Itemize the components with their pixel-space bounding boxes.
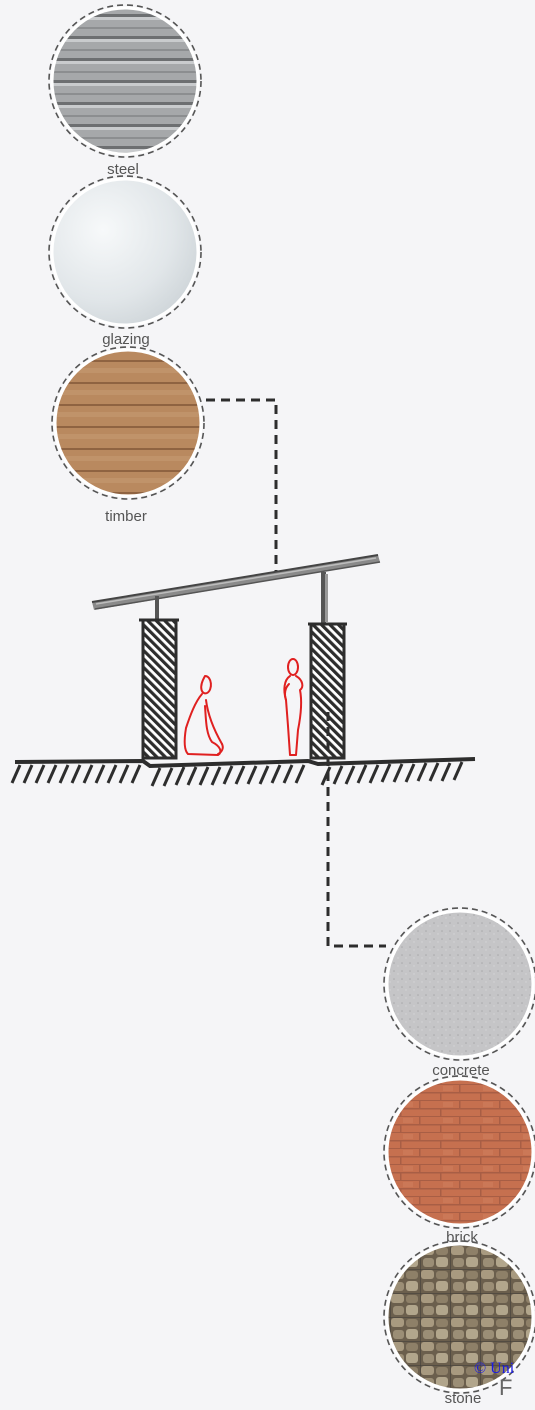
concrete-swatch	[384, 908, 535, 1060]
timber-leader-line	[206, 400, 276, 572]
wall-right	[308, 624, 347, 758]
glazing-swatch	[49, 176, 201, 328]
timber-label: timber	[105, 508, 147, 525]
copyright-extra-text: F	[499, 1375, 512, 1401]
standing-person-figure	[284, 659, 302, 755]
concrete-label: concrete	[432, 1062, 490, 1079]
seated-person-figure	[185, 676, 223, 755]
roof-sketch	[92, 555, 380, 610]
brick-swatch	[384, 1076, 535, 1228]
steel-swatch	[49, 5, 201, 157]
timber-swatch	[52, 347, 204, 499]
stone-label: stone	[445, 1390, 482, 1405]
glazing-label: glazing	[102, 331, 150, 348]
wall-left	[139, 620, 179, 758]
ground-line	[12, 759, 475, 786]
